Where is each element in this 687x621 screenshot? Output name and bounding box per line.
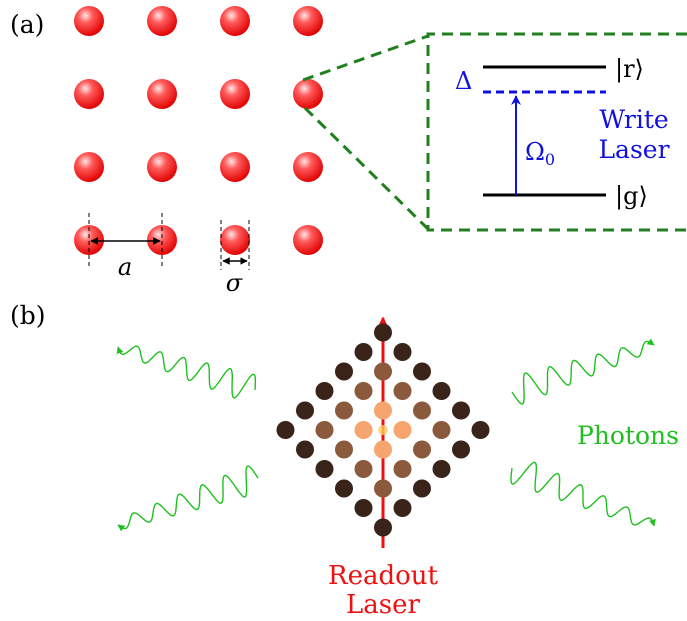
atom bbox=[147, 79, 177, 109]
emitter-dot bbox=[393, 421, 412, 439]
atom bbox=[74, 225, 104, 255]
emitter-dot bbox=[393, 460, 412, 478]
emitter-dot bbox=[374, 479, 392, 498]
emitter-dot bbox=[276, 421, 295, 439]
emitter-dot bbox=[432, 382, 451, 400]
atom bbox=[74, 79, 104, 109]
photon-lower-right bbox=[510, 461, 656, 527]
upper-state-label: |r⟩ bbox=[615, 55, 644, 84]
photon-waves bbox=[116, 338, 656, 532]
emitter-dot bbox=[354, 421, 373, 439]
atom bbox=[220, 79, 250, 109]
atom bbox=[147, 225, 177, 255]
rabi-label: Ω0 bbox=[525, 138, 555, 169]
emitter-dot bbox=[432, 421, 451, 439]
atom bbox=[293, 6, 323, 36]
emitter-dot bbox=[471, 421, 490, 439]
photons-label: Photons bbox=[577, 421, 679, 450]
atom bbox=[74, 6, 104, 36]
atom bbox=[220, 152, 250, 182]
emitter-dot bbox=[335, 440, 353, 459]
emitter-dot bbox=[393, 499, 412, 517]
emitter-dot bbox=[413, 440, 431, 459]
emitter-dot bbox=[354, 460, 373, 478]
emitter-dot bbox=[335, 362, 353, 381]
readout-laser-label-line2: Laser bbox=[346, 590, 420, 620]
atom bbox=[220, 225, 250, 255]
panel-a-label: (a) bbox=[10, 10, 44, 39]
emitter-array bbox=[276, 323, 490, 537]
lower-state-label: |g⟩ bbox=[615, 182, 648, 211]
emitter-dot bbox=[315, 382, 334, 400]
photon-upper-left bbox=[116, 345, 256, 399]
emitter-dot bbox=[393, 343, 412, 361]
atom bbox=[74, 152, 104, 182]
atom bbox=[220, 6, 250, 36]
emitter-dot bbox=[432, 460, 451, 478]
spacing-label: a bbox=[118, 253, 132, 281]
emitter-dot bbox=[315, 421, 334, 439]
emitter-dot bbox=[452, 440, 470, 459]
spacing-marker bbox=[88, 213, 163, 268]
emitter-dot bbox=[393, 382, 412, 400]
emitter-dot bbox=[296, 401, 314, 420]
photon-lower-left bbox=[117, 465, 259, 532]
emitter-dot bbox=[413, 362, 431, 381]
emitter-dot bbox=[413, 401, 431, 420]
write-laser-label-line2: Laser bbox=[598, 135, 669, 164]
width-marker bbox=[220, 220, 250, 270]
emitter-dot bbox=[296, 440, 314, 459]
emitter-dot bbox=[374, 440, 392, 459]
emitter-dot bbox=[374, 323, 392, 342]
emitter-dot bbox=[335, 479, 353, 498]
emitter-dot bbox=[452, 401, 470, 420]
atom bbox=[147, 6, 177, 36]
zoom-box bbox=[302, 32, 687, 232]
atom-lattice bbox=[74, 6, 323, 255]
panel-b-label: (b) bbox=[10, 301, 46, 330]
emitter-dot bbox=[354, 499, 373, 517]
readout-laser-label-line1: Readout bbox=[328, 561, 439, 591]
width-label: σ bbox=[226, 269, 243, 297]
atom bbox=[147, 152, 177, 182]
emitter-dot bbox=[374, 401, 392, 420]
emitter-dot bbox=[335, 401, 353, 420]
atom bbox=[293, 225, 323, 255]
write-laser-label-line1: Write bbox=[599, 105, 668, 134]
emitter-dot bbox=[354, 343, 373, 361]
photon-upper-right bbox=[511, 338, 655, 405]
emitter-dot bbox=[374, 518, 392, 537]
center-glow bbox=[378, 425, 388, 435]
detuning-label: Δ bbox=[455, 67, 472, 95]
emitter-dot bbox=[413, 479, 431, 498]
atom bbox=[293, 79, 323, 109]
emitter-dot bbox=[315, 460, 334, 478]
emitter-dot bbox=[354, 382, 373, 400]
atom bbox=[293, 152, 323, 182]
emitter-dot bbox=[374, 362, 392, 381]
